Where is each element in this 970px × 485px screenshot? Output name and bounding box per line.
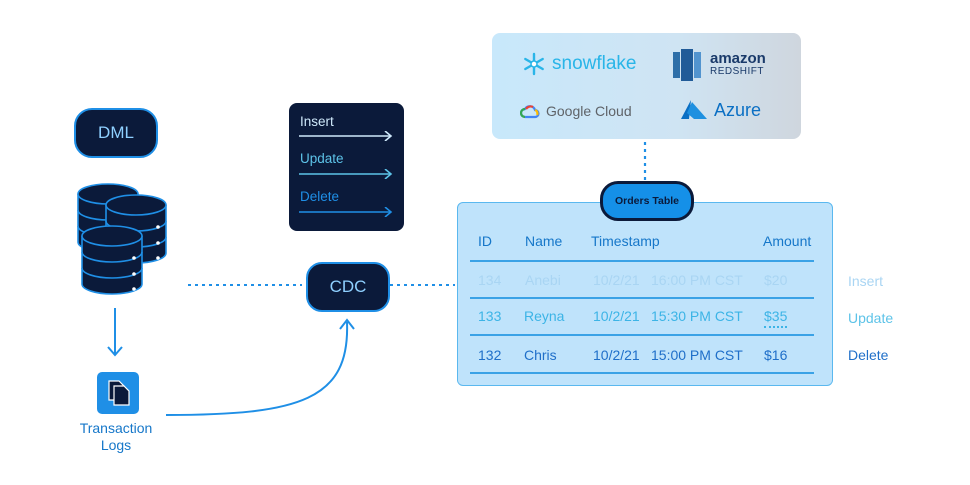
arrow-right-icon xyxy=(299,169,393,179)
database-icon xyxy=(77,183,167,295)
column-header: Amount xyxy=(763,233,812,249)
dml-node: DML xyxy=(74,108,158,158)
snowflake-logo: snowflake xyxy=(522,52,637,76)
orders-table-title: Orders Table xyxy=(600,181,694,221)
table-divider xyxy=(470,334,814,336)
orders-table xyxy=(457,202,833,386)
google-cloud-logo: Google Cloud xyxy=(520,103,632,119)
table-divider xyxy=(470,372,814,374)
op-delete-label: Delete xyxy=(300,189,340,204)
row-operation-label: Insert xyxy=(848,273,884,289)
op-update-label: Update xyxy=(300,151,344,166)
cdc-node: CDC xyxy=(306,262,390,312)
cdc-label: CDC xyxy=(329,277,367,296)
google-cloud-icon xyxy=(520,105,540,119)
row-operation-label: Delete xyxy=(848,347,889,363)
arrow-right-icon xyxy=(299,131,393,141)
transaction-logs-label: Transaction Logs xyxy=(79,420,153,453)
snowflake-icon xyxy=(524,52,544,76)
transaction-logs-icon xyxy=(97,372,139,414)
operations-legend: Insert Update Delete xyxy=(289,103,404,231)
arrow-right-icon xyxy=(299,207,393,217)
amazon-redshift-logo: amazon REDSHIFT xyxy=(670,48,766,82)
column-header: ID xyxy=(478,233,492,249)
column-header: Name xyxy=(525,233,563,249)
azure-icon xyxy=(681,100,707,119)
azure-logo: Azure xyxy=(680,99,761,121)
column-header: Timestamp xyxy=(591,233,660,249)
op-insert-label: Insert xyxy=(300,114,334,129)
table-divider xyxy=(470,260,814,262)
cloud-destinations: snowflake amazon REDSHIFT Google Cloud A… xyxy=(492,33,801,139)
dml-label: DML xyxy=(98,123,134,142)
row-operation-label: Update xyxy=(848,310,894,326)
redshift-icon xyxy=(673,49,701,81)
table-divider xyxy=(470,297,814,299)
